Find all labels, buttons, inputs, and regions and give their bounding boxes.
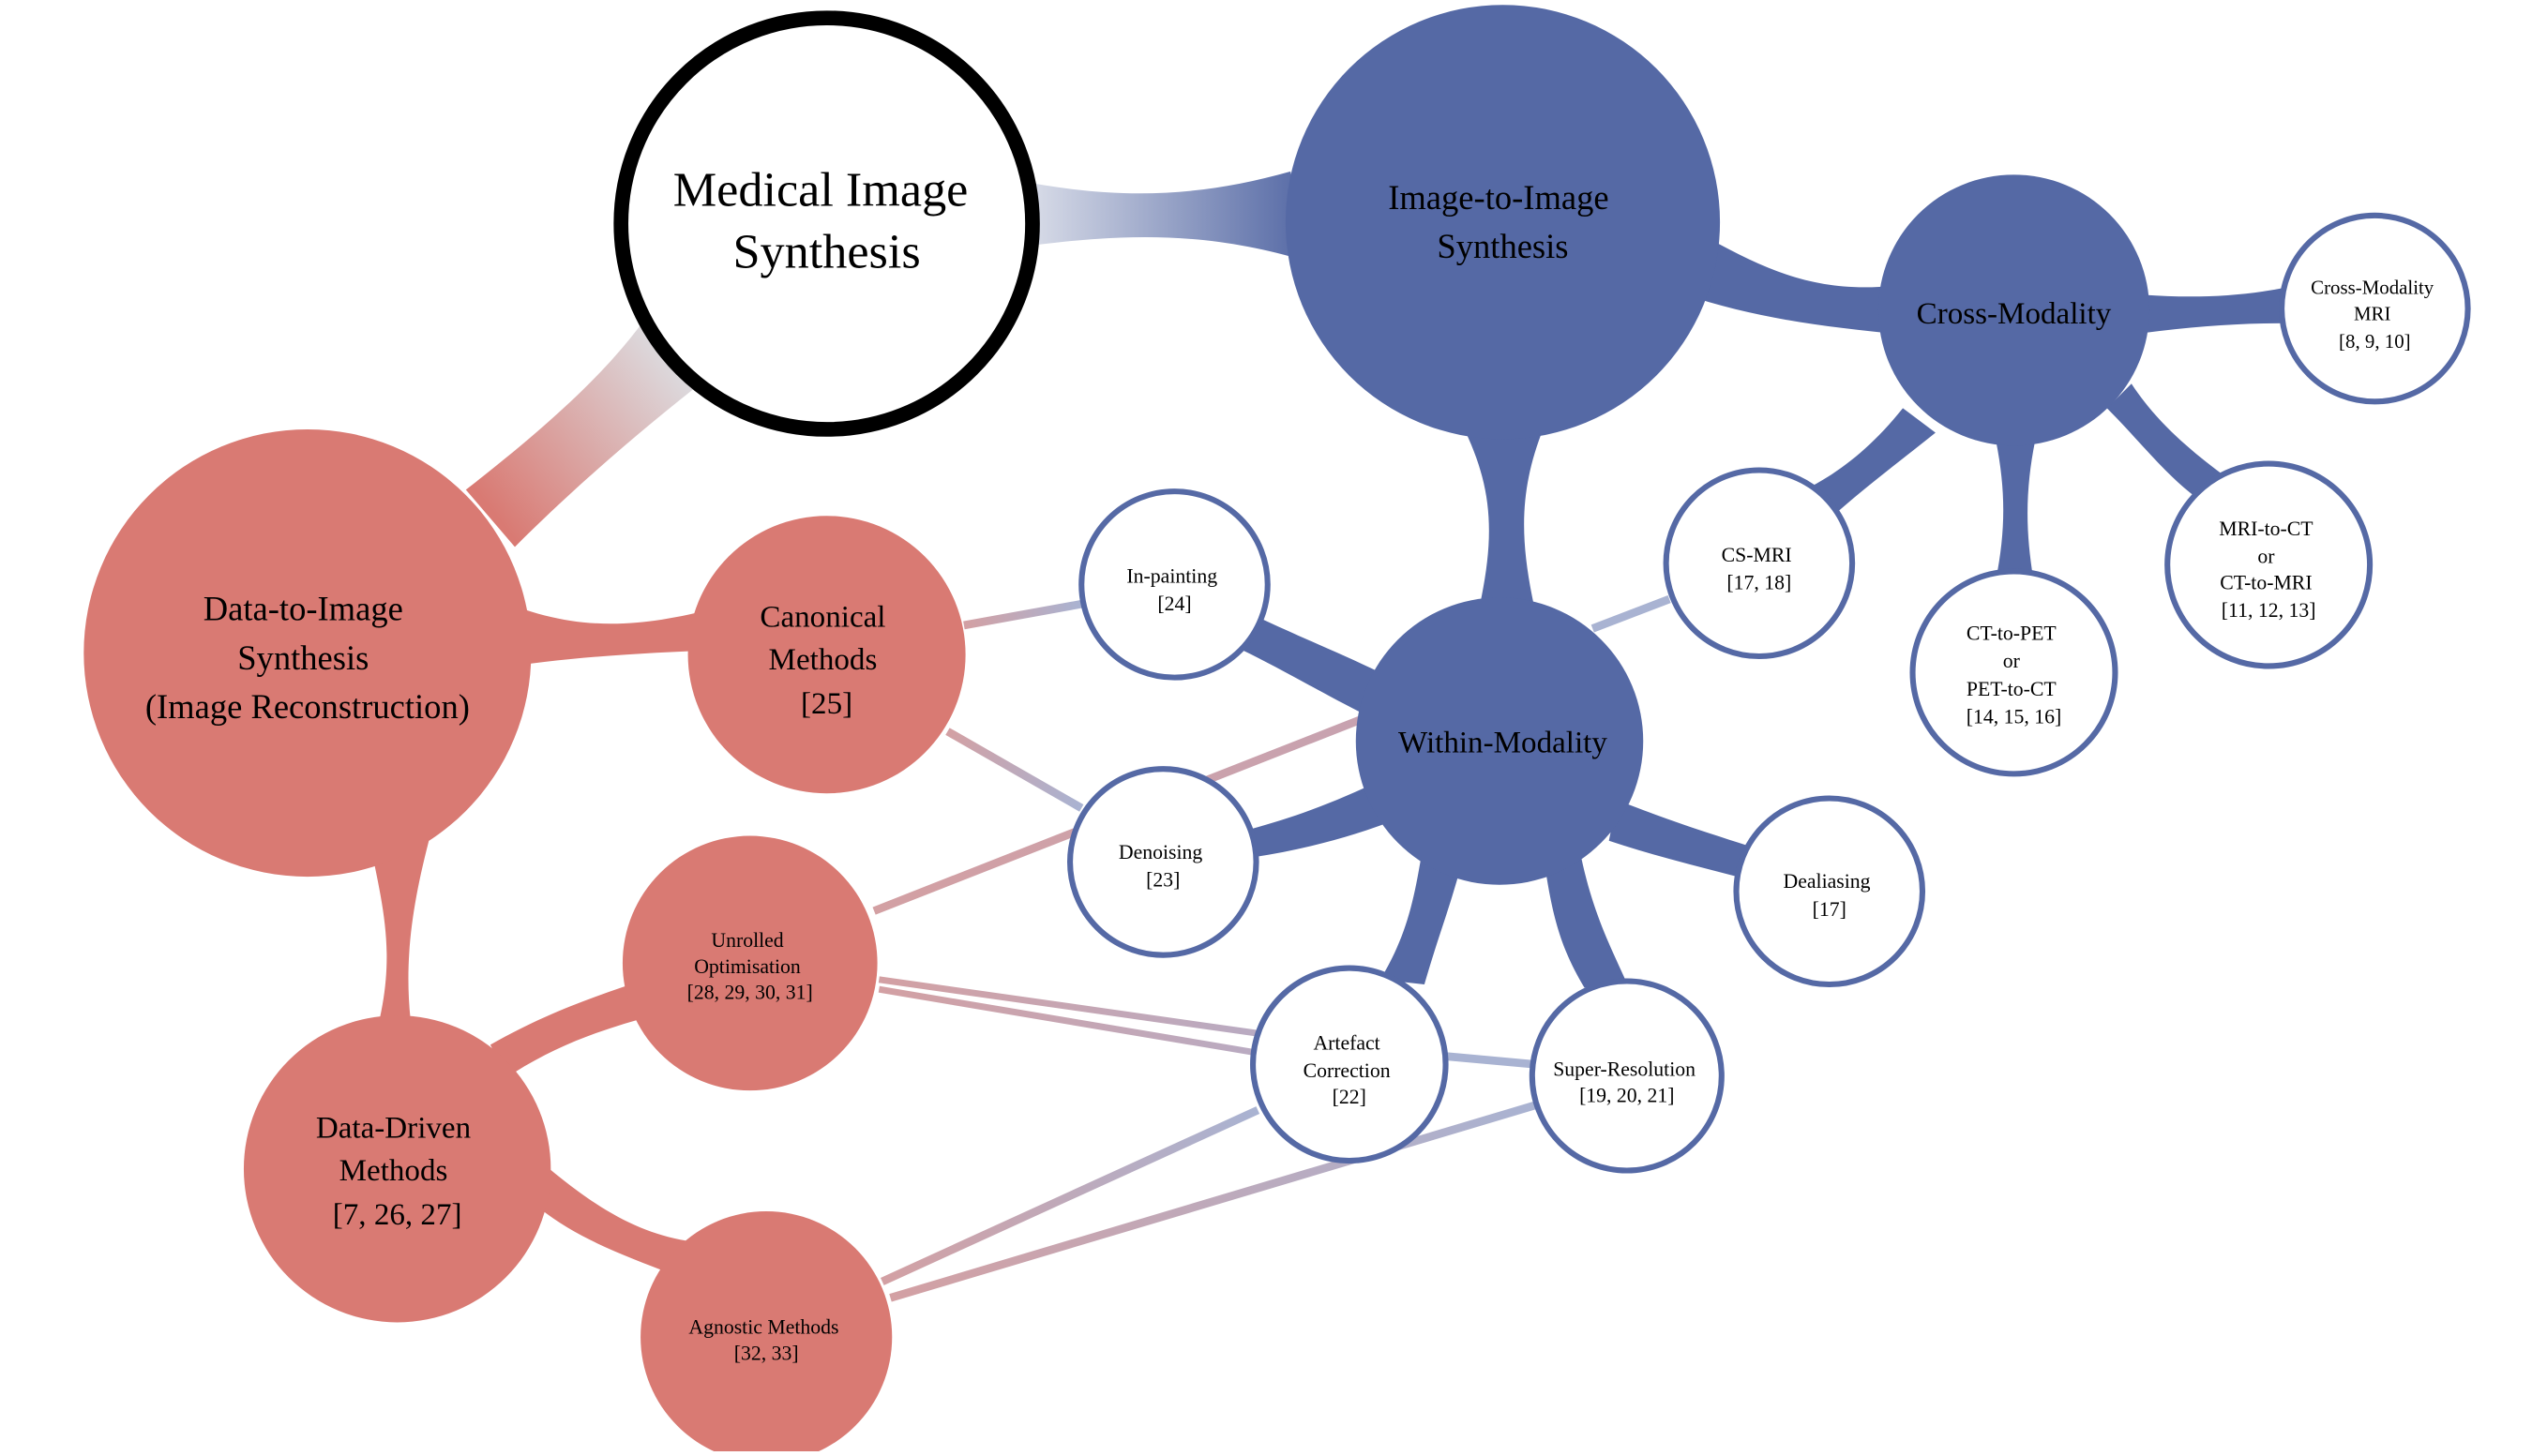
node-canonical-methods (687, 516, 966, 794)
link-unrolled-artefact-a (878, 976, 1258, 1037)
label-mri-to-ct: MRI-to-CT or CT-to-MRI [11, 12, 13] (2219, 518, 2318, 622)
node-data-driven-methods (243, 1015, 551, 1323)
node-cross-modality-mri (2279, 212, 2471, 405)
link-within-modality-cs-mri (1590, 594, 1671, 633)
labels: Medical Image Synthesis Data-to-Image Sy… (145, 162, 2438, 1365)
node-cross-modality (1877, 174, 2150, 446)
link-agnostic-super-resolution (889, 1101, 1537, 1302)
node-image-to-image (1285, 5, 1721, 440)
label-super-resolution: Super-Resolution [19, 20, 21] (1553, 1058, 1700, 1107)
connector-data-driven-unrolled (490, 979, 655, 1078)
node-cs-mri (1663, 467, 1856, 660)
label-cs-mri: CS-MRI [17, 18] (1722, 544, 1797, 594)
node-artefact-correction (1250, 965, 1449, 1164)
node-agnostic-methods (641, 1211, 893, 1456)
connector-data-driven-agnostic (539, 1167, 686, 1274)
connector-image-to-image-cross-modality (1682, 228, 1904, 335)
connector-cross-modality-ct-to-pet (1996, 441, 2036, 580)
label-root: Medical Image Synthesis (673, 162, 981, 278)
label-denoising: Denoising [23] (1119, 841, 1208, 892)
node-in-painting (1078, 488, 1271, 681)
node-mri-to-ct (2164, 460, 2374, 669)
label-unrolled-optimisation: Unrolled Optimisation [28, 29, 30, 31] (687, 929, 813, 1004)
node-ct-to-pet (1909, 568, 2118, 777)
connector-data-to-image-canonical (490, 595, 719, 669)
connector-cross-modality-cs-mri (1804, 408, 1936, 519)
node-medical-image-synthesis (613, 10, 1040, 437)
label-dealiasing: Dealiasing [17] (1784, 870, 1876, 921)
link-agnostic-artefact (880, 1106, 1260, 1285)
label-in-painting: In-painting [24] (1126, 565, 1222, 616)
label-cross-modality: Cross-Modality (1917, 297, 2112, 331)
node-dealiasing (1733, 795, 1926, 988)
connector-image-to-image-within-modality (1461, 424, 1545, 612)
connector-data-to-image-data-driven (368, 824, 433, 1061)
label-agnostic-methods: Agnostic Methods [32, 33] (688, 1316, 844, 1365)
label-data-driven-methods: Data-Driven Methods [7, 26, 27] (316, 1112, 479, 1232)
link-artefact-super-resolution (1445, 1052, 1536, 1069)
label-cross-modality-mri: Cross-Modality MRI [8, 9, 10] (2311, 276, 2438, 352)
label-within-modality: Within-Modality (1398, 727, 1607, 760)
label-image-to-image: Image-to-Image Synthesis (1388, 178, 1618, 265)
node-denoising (1066, 766, 1259, 958)
connector-within-modality-denoising (1249, 780, 1406, 858)
label-ct-to-pet: CT-to-PET or PET-to-CT [14, 15, 16] (1967, 623, 2062, 728)
connector-root-data-to-image (465, 318, 711, 548)
node-unrolled-optimisation (622, 835, 878, 1091)
label-artefact-correction: Artefact Correction [22] (1304, 1032, 1395, 1108)
link-unrolled-artefact-b (878, 985, 1258, 1057)
connector-within-modality-in-painting (1241, 617, 1380, 719)
connector-within-modality-dealiasing (1608, 800, 1756, 882)
connector-within-modality-artefact (1379, 857, 1462, 984)
node-data-to-image (83, 428, 532, 878)
link-canonical-inpainting (963, 599, 1083, 630)
node-super-resolution (1529, 978, 1725, 1174)
connectors (368, 171, 2287, 1274)
connector-cross-modality-mri-to-ct (2106, 383, 2222, 499)
link-canonical-denoising (945, 728, 1084, 812)
label-data-to-image: Data-to-Image Synthesis (Image Reconstru… (145, 590, 470, 726)
connector-within-modality-super-resolution (1544, 857, 1626, 988)
label-canonical-methods: Canonical Methods [25] (760, 601, 893, 721)
node-within-modality (1355, 597, 1644, 885)
connector-root-image-to-image (1013, 171, 1307, 262)
nodes (83, 5, 2471, 1456)
connector-cross-modality-mri (2131, 287, 2287, 335)
